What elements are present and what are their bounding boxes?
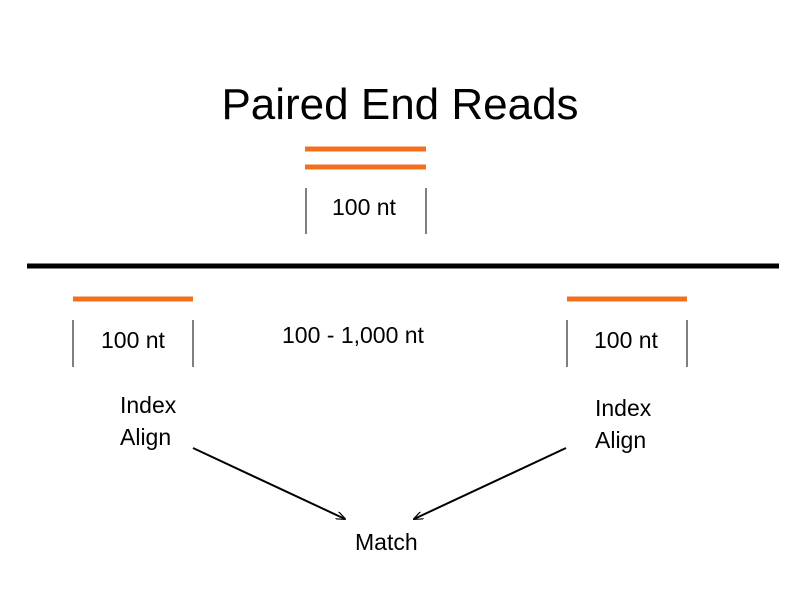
left-to-match-arrow	[192, 447, 345, 519]
left-read-steps: Index Align	[120, 389, 176, 453]
right-step-index: Index	[595, 395, 652, 421]
insert-length-label: 100 - 1,000 nt	[282, 322, 424, 348]
left-read-length-label: 100 nt	[101, 327, 165, 353]
left-step-index: Index	[120, 392, 177, 418]
match-label: Match	[355, 529, 418, 555]
top-read-length-label: 100 nt	[332, 194, 396, 220]
right-read-length-label: 100 nt	[594, 327, 658, 353]
right-to-match-arrow	[414, 447, 567, 519]
right-read-steps: Index Align	[595, 392, 651, 456]
left-step-align: Align	[120, 424, 172, 450]
right-step-align: Align	[595, 427, 647, 453]
slide-title: Paired End Reads	[221, 80, 579, 129]
